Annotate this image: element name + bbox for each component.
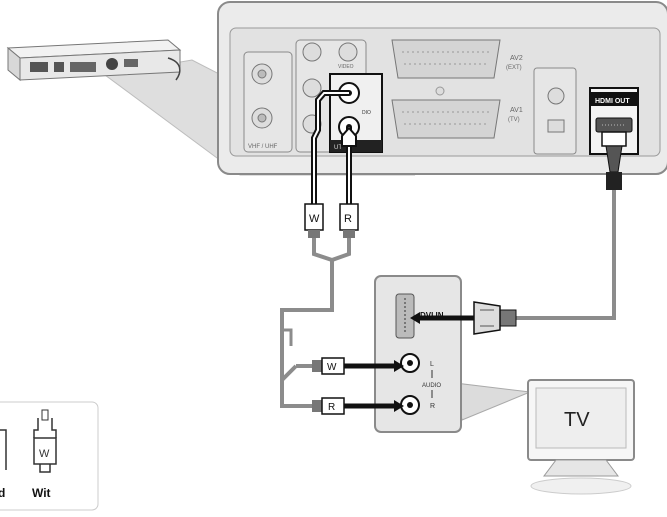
audio-out-label: UT xyxy=(334,145,342,151)
video-label: VIDEO xyxy=(338,64,354,70)
legend-white-caption: Wit xyxy=(32,486,51,500)
red-plug-tag: R xyxy=(344,213,352,225)
hdmi-dvi-cable xyxy=(410,131,627,335)
recorder-back-panel: VHF / UHF VIDEO DIO UT AV2 xyxy=(217,1,667,175)
av1-sub-label: (TV) xyxy=(508,117,520,123)
audio-label: DIO xyxy=(362,110,371,116)
recorder-device xyxy=(6,39,182,82)
av2-sub-label: (EXT) xyxy=(506,65,522,71)
tv-screen-label: TV xyxy=(564,409,590,431)
audio-cable-tv: W R xyxy=(296,357,404,415)
tv-input-panel: DVI IN L AUDIO R xyxy=(374,275,462,433)
legend-red-caption: d xyxy=(0,486,5,500)
legend-white-letter: W xyxy=(39,448,50,460)
scart-av2: AV2 (EXT) xyxy=(391,39,523,79)
legend-white-plug xyxy=(33,437,57,465)
digital-audio-block xyxy=(533,67,577,155)
tv-zoom-callout xyxy=(454,382,532,421)
legend-box: W d Wit xyxy=(0,401,99,511)
av2-label: AV2 xyxy=(510,55,523,62)
tv-audio-label: AUDIO xyxy=(422,383,441,389)
tv-red-plug-tag: R xyxy=(328,402,335,413)
tv-left-label: L xyxy=(430,361,434,368)
tv-white-plug-tag: W xyxy=(327,362,337,373)
vhf-uhf-label: VHF / UHF xyxy=(248,144,278,150)
antenna-block: VHF / UHF xyxy=(243,51,293,153)
av1-label: AV1 xyxy=(510,107,523,114)
tv-right-label: R xyxy=(430,403,435,410)
white-plug-tag: W xyxy=(309,213,320,225)
tv-set: TV xyxy=(527,379,635,495)
hdmi-out-label: HDMI OUT xyxy=(595,98,630,105)
audio-cable-recorder: W R xyxy=(280,90,359,408)
scart-av1: AV1 (TV) xyxy=(391,99,523,139)
